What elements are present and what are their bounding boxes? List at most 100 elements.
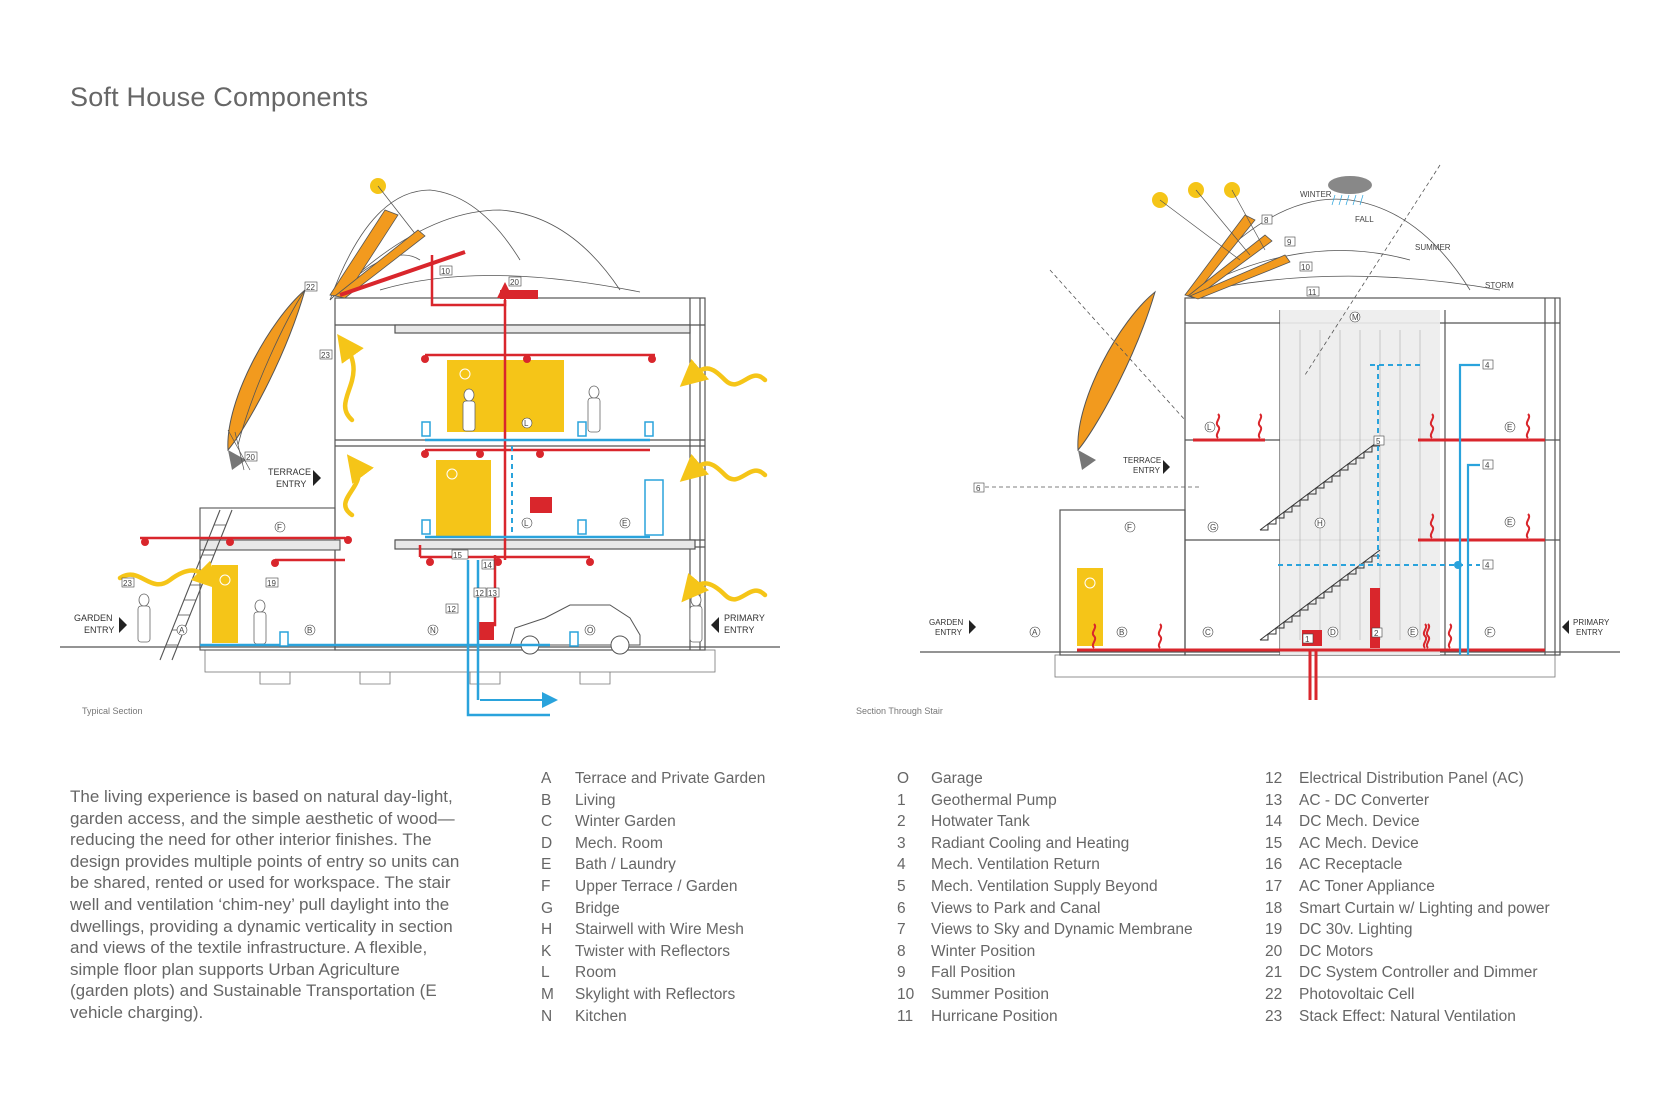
legend-label: Winter Garden bbox=[575, 813, 676, 831]
page-title: Soft House Components bbox=[70, 82, 369, 112]
legend-label: DC 30v. Lighting bbox=[1299, 921, 1413, 939]
legend-label: Terrace and Private Garden bbox=[575, 770, 766, 787]
legend-item: H Stairwell with Wire Mesh bbox=[541, 919, 765, 941]
svg-text:A: A bbox=[1032, 628, 1038, 637]
legend-label: Radiant Cooling and Heating bbox=[931, 834, 1130, 852]
legend-key: 1 bbox=[897, 791, 906, 809]
svg-text:23: 23 bbox=[123, 579, 132, 588]
legend-key: 22 bbox=[1265, 985, 1283, 1003]
legend-label: Mech. Room bbox=[575, 834, 663, 852]
svg-text:4: 4 bbox=[1485, 461, 1490, 470]
storm-label: STORM bbox=[1485, 281, 1514, 290]
left-caption: Typical Section bbox=[82, 706, 143, 716]
svg-text:22: 22 bbox=[306, 283, 315, 292]
legend-key: N bbox=[541, 1007, 553, 1025]
legend-label: DC Motors bbox=[1299, 942, 1374, 960]
svg-text:11: 11 bbox=[1308, 288, 1317, 297]
svg-text:L: L bbox=[524, 519, 529, 528]
legend-key: 21 bbox=[1265, 964, 1283, 982]
svg-text:2: 2 bbox=[1374, 629, 1379, 638]
svg-text:19: 19 bbox=[267, 579, 276, 588]
legend-item: 1 Geothermal Pump bbox=[897, 790, 1193, 812]
svg-text:E: E bbox=[1410, 628, 1415, 637]
legend-label: Living bbox=[575, 791, 616, 809]
primary-entry-label: PRIMARY bbox=[724, 613, 765, 623]
svg-text:H: H bbox=[1317, 519, 1323, 528]
garden-entry-label: GARDEN bbox=[74, 613, 113, 623]
legend-item: 4 Mech. Ventilation Return bbox=[897, 854, 1193, 876]
stair-section: WINTER FALL SUMMER STORM bbox=[920, 164, 1620, 700]
svg-text:9: 9 bbox=[1287, 238, 1292, 247]
svg-text:N: N bbox=[430, 626, 436, 635]
legend-key: 19 bbox=[1265, 921, 1283, 939]
svg-text:23: 23 bbox=[321, 351, 330, 360]
svg-text:A: A bbox=[179, 626, 185, 635]
legend-item: 3 Radiant Cooling and Heating bbox=[897, 833, 1193, 855]
svg-text:12: 12 bbox=[475, 589, 484, 598]
legend-key: 6 bbox=[897, 899, 906, 917]
svg-text:F: F bbox=[1127, 523, 1132, 532]
svg-text:ENTRY: ENTRY bbox=[276, 479, 306, 489]
legend-label: Geothermal Pump bbox=[931, 791, 1057, 809]
svg-text:20: 20 bbox=[510, 278, 519, 287]
legend-item: 22 Photovoltaic Cell bbox=[1265, 984, 1550, 1006]
legend-label: Views to Sky and Dynamic Membrane bbox=[931, 921, 1193, 939]
svg-text:G: G bbox=[1210, 523, 1216, 532]
svg-text:10: 10 bbox=[1301, 263, 1310, 272]
typical-section: 22 10 20 23 20 23 19 15 14 12 13 12 L F … bbox=[60, 178, 780, 717]
legend-label: Photovoltaic Cell bbox=[1299, 985, 1415, 1003]
legend-key: 9 bbox=[897, 964, 906, 982]
legend-label: AC Receptacle bbox=[1299, 856, 1403, 874]
svg-text:M: M bbox=[1352, 313, 1359, 322]
svg-text:PRIMARY: PRIMARY bbox=[1573, 618, 1610, 627]
legend-label: Bridge bbox=[575, 899, 620, 917]
legend-key: 2 bbox=[897, 813, 906, 831]
svg-text:L: L bbox=[1207, 423, 1212, 432]
svg-text:F: F bbox=[1487, 628, 1492, 637]
legend-label: Stack Effect: Natural Ventilation bbox=[1299, 1007, 1516, 1025]
legend-key: K bbox=[541, 942, 552, 960]
svg-text:D: D bbox=[1330, 628, 1336, 637]
legend-item: 16 AC Receptacle bbox=[1265, 854, 1550, 876]
legend-key: E bbox=[541, 856, 552, 874]
legend-label: Smart Curtain w/ Lighting and power bbox=[1299, 899, 1550, 917]
summer-label: SUMMER bbox=[1415, 243, 1451, 252]
svg-text:E: E bbox=[622, 519, 627, 528]
svg-text:6: 6 bbox=[976, 484, 981, 493]
legend-label: Winter Position bbox=[931, 942, 1036, 960]
legend-key: 3 bbox=[897, 834, 906, 852]
svg-text:ENTRY: ENTRY bbox=[1576, 628, 1604, 637]
svg-text:4: 4 bbox=[1485, 561, 1490, 570]
legend-key: G bbox=[541, 899, 554, 917]
legend-label: Upper Terrace / Garden bbox=[575, 877, 738, 895]
legend-key: 12 bbox=[1265, 770, 1283, 787]
legend-label: Mech. Ventilation Return bbox=[931, 856, 1100, 874]
svg-text:C: C bbox=[1205, 628, 1211, 637]
legend-key: 16 bbox=[1265, 856, 1283, 874]
svg-text:ENTRY: ENTRY bbox=[935, 628, 963, 637]
legend-label: Stairwell with Wire Mesh bbox=[575, 921, 744, 939]
legend-key: 4 bbox=[897, 856, 906, 874]
legend-label: Room bbox=[575, 964, 617, 982]
svg-text:ENTRY: ENTRY bbox=[1133, 466, 1161, 475]
legend-key: H bbox=[541, 921, 553, 939]
legend-key: C bbox=[541, 813, 553, 831]
legend-label: Skylight with Reflectors bbox=[575, 985, 736, 1003]
